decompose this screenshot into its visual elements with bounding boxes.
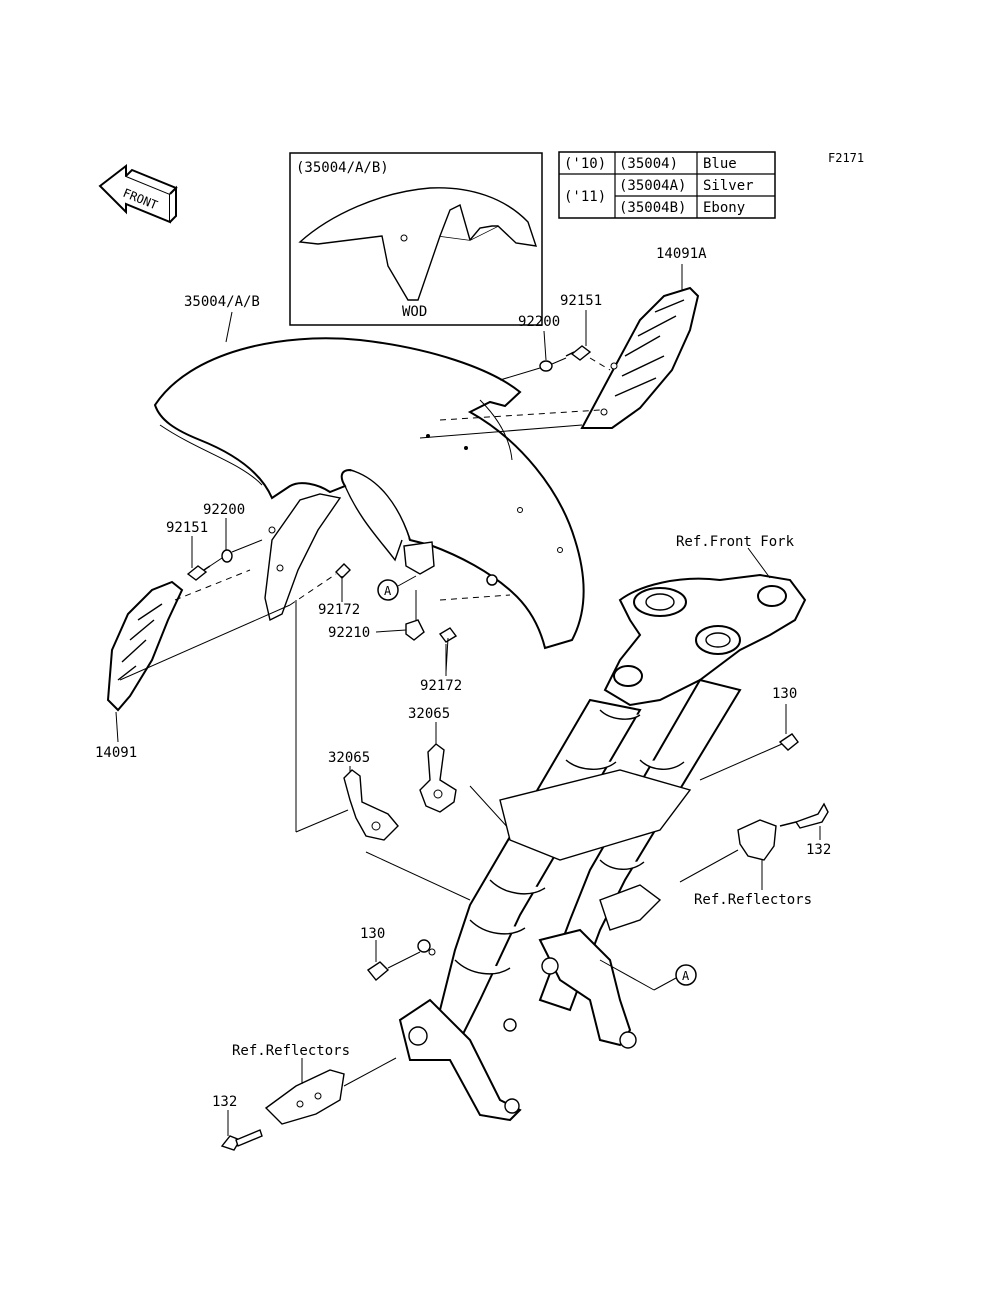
ref-a-marker-1: A xyxy=(377,575,417,601)
assembly-lines xyxy=(119,357,611,901)
bracket-32065-b-icon xyxy=(343,769,399,841)
front-fork-icon xyxy=(398,573,807,1122)
reflector-bracket-right-icon xyxy=(679,819,777,883)
inset-fender-icon xyxy=(298,187,538,301)
fender-cover-left-icon xyxy=(106,580,184,712)
screw-92172-a-icon xyxy=(335,563,351,579)
inset-bottom-label: WOD xyxy=(402,304,427,320)
bolt-132-right-icon xyxy=(779,802,829,829)
bolt-92151-left-icon xyxy=(186,565,211,581)
callout-132-left: 132 xyxy=(212,1094,237,1110)
table-row-1-part: (35004) xyxy=(619,156,678,172)
figure-code: F2171 xyxy=(828,151,864,165)
callout-ref-reflectors-left: Ref.Reflectors xyxy=(232,1043,350,1059)
table-row-2-year: ('11) xyxy=(564,189,606,205)
callout-32065-a: 32065 xyxy=(408,706,450,722)
callout-130-left: 130 xyxy=(360,926,385,942)
callout-ref-front-fork: Ref.Front Fork xyxy=(676,534,795,550)
inset-caption: (35004/A/B) xyxy=(296,160,389,176)
callout-14091: 14091 xyxy=(95,745,137,761)
callout-35004: 35004/A/B xyxy=(184,294,260,310)
reflector-bracket-left-icon xyxy=(264,1057,397,1125)
table-row-3-color: Ebony xyxy=(703,200,745,216)
table-row-3-part: (35004B) xyxy=(619,200,686,216)
callout-92210: 92210 xyxy=(328,625,370,641)
callout-32065-b: 32065 xyxy=(328,750,370,766)
washer-92200-right-icon xyxy=(539,360,553,372)
callout-132-right: 132 xyxy=(806,842,831,858)
color-table: ('10) (35004) Blue ('11) (35004A) Silver… xyxy=(558,151,776,219)
table-row-2-color: Silver xyxy=(703,178,754,194)
callout-92151-left: 92151 xyxy=(166,520,208,536)
bracket-32065-a-icon xyxy=(419,743,457,813)
callout-92172-a: 92172 xyxy=(318,602,360,618)
callout-92200-right: 92200 xyxy=(518,314,560,330)
callout-92151-right: 92151 xyxy=(560,293,602,309)
front-direction-arrow-icon: FRONT xyxy=(98,163,178,224)
callout-92172-b: 92172 xyxy=(420,678,462,694)
washer-92200-left-icon xyxy=(221,549,233,563)
table-row-1-color: Blue xyxy=(703,156,737,172)
ref-a-2-label: A xyxy=(682,969,690,983)
bolt-92151-right-icon xyxy=(565,345,592,361)
callout-ref-reflectors-right: Ref.Reflectors xyxy=(694,892,812,908)
fender-cover-right-icon xyxy=(580,286,700,429)
callout-leaders xyxy=(115,264,821,1136)
inset-box: (35004/A/B) WOD xyxy=(289,152,543,326)
callout-130-right: 130 xyxy=(772,686,797,702)
callout-92200-left: 92200 xyxy=(203,502,245,518)
callout-14091a: 14091A xyxy=(656,246,707,262)
nut-92210-icon xyxy=(405,619,425,641)
bolt-130-right-icon xyxy=(699,733,799,781)
bolt-132-left-icon xyxy=(220,1129,263,1151)
front-fender-icon xyxy=(153,337,585,650)
fender-inner-bracket-icon xyxy=(264,493,342,622)
ref-a-1-label: A xyxy=(384,584,392,598)
table-row-1-year: ('10) xyxy=(564,156,606,172)
ref-a-marker-2: A xyxy=(599,959,697,991)
table-row-2-part: (35004A) xyxy=(619,178,686,194)
bolt-130-left-icon xyxy=(366,951,421,981)
screw-92172-b-icon xyxy=(438,627,458,643)
